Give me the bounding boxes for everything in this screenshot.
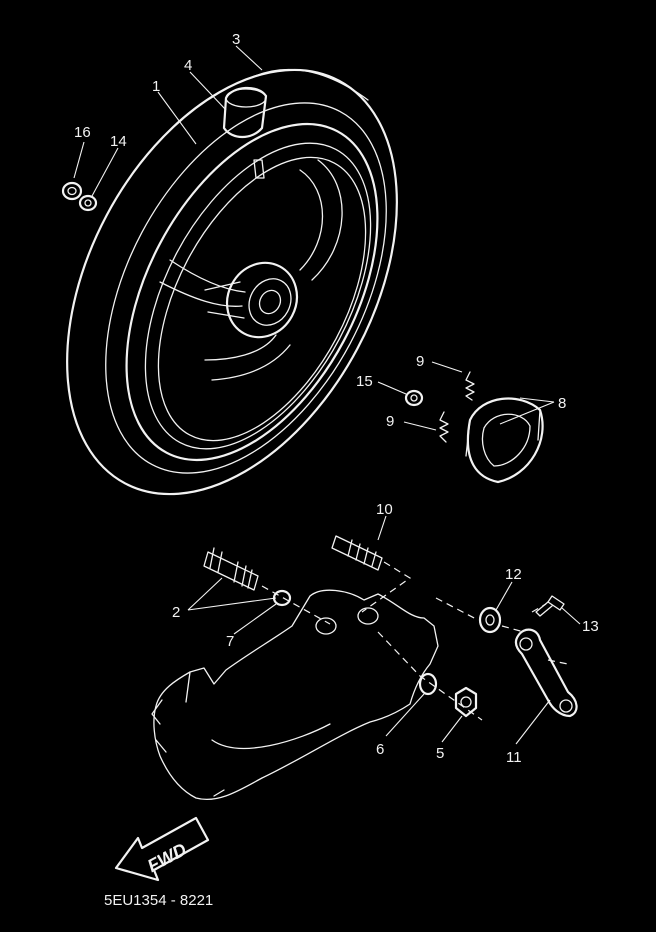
callout-9-lower: 9 xyxy=(386,413,394,430)
callout-3: 3 xyxy=(232,31,240,48)
callout-13: 13 xyxy=(582,618,599,635)
return-spring-lower xyxy=(439,411,449,443)
collar-6 xyxy=(418,672,438,696)
swing-arm-housing xyxy=(151,589,439,800)
callout-1: 1 xyxy=(152,78,160,95)
callout-6: 6 xyxy=(376,741,384,758)
callout-11: 11 xyxy=(506,749,522,766)
callout-8: 8 xyxy=(558,395,566,412)
callout-12: 12 xyxy=(505,566,522,583)
bracket-11 xyxy=(514,628,578,718)
valve-cap xyxy=(222,86,268,139)
brake-shoe xyxy=(465,397,544,484)
callout-7: 7 xyxy=(226,633,234,650)
diagram-code: 5EU1354 - 8221 xyxy=(104,892,213,909)
rear-wheel-tire xyxy=(66,68,398,496)
bolt-10 xyxy=(331,535,383,571)
callout-15: 15 xyxy=(356,373,373,390)
axle-2 xyxy=(203,547,259,591)
fwd-label: FWD xyxy=(144,839,190,876)
washer-15 xyxy=(404,389,424,407)
forward-direction-arrow: FWD xyxy=(114,816,210,882)
return-spring-upper xyxy=(465,371,475,401)
callout-4: 4 xyxy=(184,57,192,74)
callout-2: 2 xyxy=(172,604,180,621)
collar-7 xyxy=(272,589,292,607)
bolt-13 xyxy=(535,595,565,617)
callout-10: 10 xyxy=(376,501,393,518)
callout-5: 5 xyxy=(436,745,444,762)
nut-16 xyxy=(61,181,83,201)
callout-14: 14 xyxy=(110,133,127,150)
valve-stem xyxy=(253,159,265,179)
washer-14 xyxy=(78,194,98,212)
callout-9-upper: 9 xyxy=(416,353,424,370)
leader-lines xyxy=(73,45,581,745)
callout-16: 16 xyxy=(74,124,91,141)
collar-12 xyxy=(478,606,502,634)
nut-5 xyxy=(454,686,478,718)
